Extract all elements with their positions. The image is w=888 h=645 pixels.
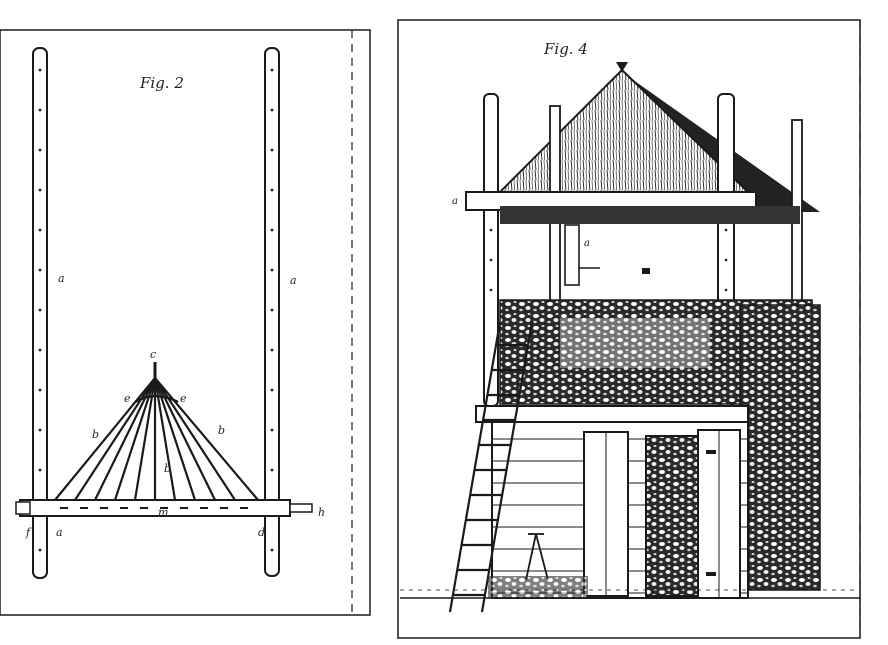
cross-bar-peg xyxy=(15,501,31,515)
roof-finial xyxy=(616,62,628,72)
left-frame xyxy=(0,29,371,616)
letter-right-post: a xyxy=(290,274,297,287)
letter-bar-right: d xyxy=(258,526,265,539)
front-left-pole xyxy=(483,93,499,407)
post-holes xyxy=(38,68,274,552)
hanging-weight xyxy=(642,268,650,274)
letter-arc-left: e xyxy=(124,392,131,405)
door-hinge-bottom xyxy=(706,572,716,576)
door-hinge-top xyxy=(706,450,716,454)
letter-bar-end: h xyxy=(318,506,325,519)
cone-ring xyxy=(134,394,179,404)
letter-arc-right: e xyxy=(180,392,187,405)
left-figure: Fig. 2 a xyxy=(0,29,371,616)
trestle xyxy=(525,533,549,581)
pole-holes xyxy=(489,228,728,292)
letter-apex: c xyxy=(150,348,156,361)
rubble-base xyxy=(488,576,588,598)
letter-bar-left2: a xyxy=(56,526,63,539)
right-post xyxy=(264,47,280,577)
stone-side-column xyxy=(739,304,821,591)
right-figure: Fig. 4 a a xyxy=(397,19,861,639)
cross-bar-tenon xyxy=(289,503,313,513)
ladder xyxy=(448,321,534,613)
cone-ribs xyxy=(54,377,259,501)
right-caption: Fig. 4 xyxy=(543,40,588,58)
letter-pole-mark: a xyxy=(584,238,590,249)
letter-left-post: a xyxy=(58,272,65,285)
letter-bar-left: f xyxy=(25,526,32,539)
stone-highlight xyxy=(560,318,710,368)
pulley-rope xyxy=(564,224,580,286)
doorway-interior xyxy=(645,435,699,597)
letter-rib-center: b xyxy=(164,462,171,475)
roof-eaves xyxy=(500,206,800,224)
letter-beam-end: a xyxy=(452,196,458,207)
left-post xyxy=(32,47,48,579)
letter-bar-center: m xyxy=(158,506,168,519)
left-caption: Fig. 2 xyxy=(139,74,184,92)
letter-rib-left: b xyxy=(92,428,99,441)
letter-rib-right: b xyxy=(218,424,225,437)
thatched-roof xyxy=(497,68,751,193)
